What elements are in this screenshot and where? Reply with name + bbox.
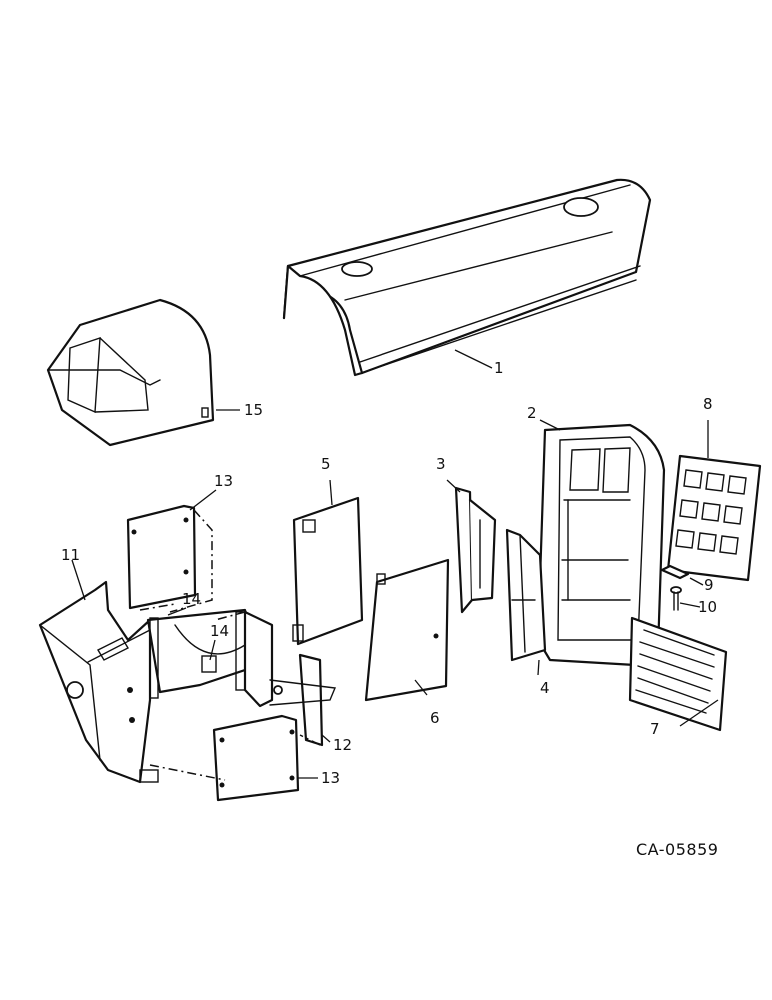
part-12-bracket: [243, 610, 337, 747]
callout-9: 9: [704, 576, 714, 594]
part-8-grille-screen: [666, 454, 762, 582]
drawing-code: CA-05859: [636, 840, 719, 859]
callout-11: 11: [61, 546, 81, 564]
callout-5: 5: [321, 455, 331, 473]
leader-lines: [71, 349, 719, 779]
part-3-bracket: [454, 486, 497, 614]
callout-13-upper: 13: [214, 472, 234, 490]
callout-2: 2: [527, 404, 537, 422]
part-4-bracket: [505, 528, 547, 662]
callout-7: 7: [650, 720, 660, 738]
callout-1: 1: [494, 359, 504, 377]
part-9-clip: [660, 564, 690, 580]
part-1-hood: [282, 178, 652, 377]
part-7-lower-screen: [628, 616, 728, 732]
callout-14-center: 14: [210, 622, 230, 640]
part-2-grille-frame: [536, 423, 666, 667]
callout-4: 4: [540, 679, 550, 697]
assembly-lines: [139, 509, 321, 781]
part-5-side-panel: [292, 496, 364, 646]
part-13-upper-plate: [126, 504, 197, 610]
part-11-dash-housing: [38, 580, 159, 784]
callout-15: 15: [244, 401, 264, 419]
callout-12: 12: [333, 736, 353, 754]
part-14-brackets: [146, 608, 262, 699]
part-13-lower-plate: [212, 714, 300, 802]
part-15-nose: [46, 298, 215, 447]
part-10-pin: [670, 586, 682, 611]
callout-13-lower: 13: [321, 769, 341, 787]
callout-8: 8: [703, 395, 713, 413]
part-6-side-panel: [364, 558, 450, 702]
callout-6: 6: [430, 709, 440, 727]
callout-3: 3: [436, 455, 446, 473]
callout-14-left: 14: [182, 590, 202, 608]
callout-10: 10: [698, 598, 718, 616]
